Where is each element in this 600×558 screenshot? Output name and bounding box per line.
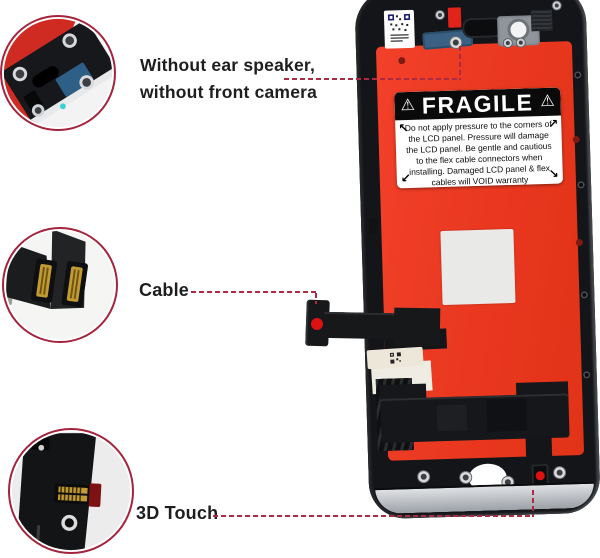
callout-cable-photo <box>2 227 118 343</box>
screw-icon <box>518 40 523 45</box>
screw-icon <box>556 469 563 476</box>
corner-arrow-icon: ↖ <box>398 120 409 136</box>
annotation-3d-touch: 3D Touch <box>136 503 219 523</box>
flex-cable-arm <box>393 307 441 347</box>
annotation-line: Without ear speaker, <box>140 55 316 75</box>
camera-hole <box>510 21 527 38</box>
leader-line-3d-touch-vertical <box>532 490 534 517</box>
corner-arrow-icon: ↙ <box>400 170 412 186</box>
3d-touch-detail-image <box>11 431 131 551</box>
white-square-label <box>440 228 516 306</box>
qr-label-small <box>366 346 424 370</box>
screw-icon <box>437 12 443 18</box>
annotation-line: without front camera <box>140 82 318 102</box>
corner-arrow-icon: ↘ <box>548 166 559 181</box>
warning-triangle-icon: ⚠ <box>400 96 416 115</box>
ear-speaker-detail-image <box>3 18 113 128</box>
plate-hole <box>575 238 583 247</box>
corner-arrow-icon: ↗ <box>547 116 559 131</box>
screw-icon <box>575 72 580 78</box>
annotation-cable: Cable <box>139 280 190 300</box>
red-dot-marker <box>311 318 323 330</box>
plate-hole <box>572 135 580 144</box>
qr-code <box>389 352 401 364</box>
leader-line-ear-speaker <box>284 78 461 80</box>
fragile-title: FRAGILE <box>421 88 534 119</box>
screw-icon <box>584 372 589 377</box>
flex-segment <box>436 404 468 432</box>
qr-code-sticker <box>383 9 415 49</box>
screw-icon <box>554 3 559 8</box>
fragile-warning-label: ⚠ FRAGILE ⚠ ↖ ↗ ↙ ↘ Do not apply pressur… <box>394 87 564 189</box>
leader-line-3d-touch <box>213 515 534 517</box>
fragile-warning-text: Do not apply pressure to the corners of … <box>404 118 552 187</box>
callout-ear-speaker-photo <box>0 15 116 131</box>
screw-icon <box>582 292 587 297</box>
screw-icon <box>420 473 427 480</box>
phone-frame: ⚠ FRAGILE ⚠ ↖ ↗ ↙ ↘ Do not apply pressur… <box>354 0 600 520</box>
warning-triangle-icon: ⚠ <box>540 92 555 111</box>
cable-connectors-detail-image <box>5 230 115 340</box>
leader-line-cable <box>191 291 317 293</box>
flex-segment <box>486 398 528 432</box>
leader-line-ear-speaker-vertical <box>459 46 461 80</box>
annotation-ear-speaker: Without ear speaker, without front camer… <box>140 52 317 106</box>
callout-3d-touch-photo <box>8 428 134 554</box>
bottom-metal-edge <box>374 481 595 515</box>
qr-code <box>386 12 412 44</box>
side-tab <box>369 218 378 234</box>
leader-line-cable-tick <box>315 293 317 304</box>
red-sticker <box>447 7 462 28</box>
screw-icon <box>579 182 584 187</box>
lcd-assembly-photo: ⚠ FRAGILE ⚠ ↖ ↗ ↙ ↘ Do not apply pressur… <box>354 0 600 520</box>
speaker-mesh-block <box>530 9 553 32</box>
